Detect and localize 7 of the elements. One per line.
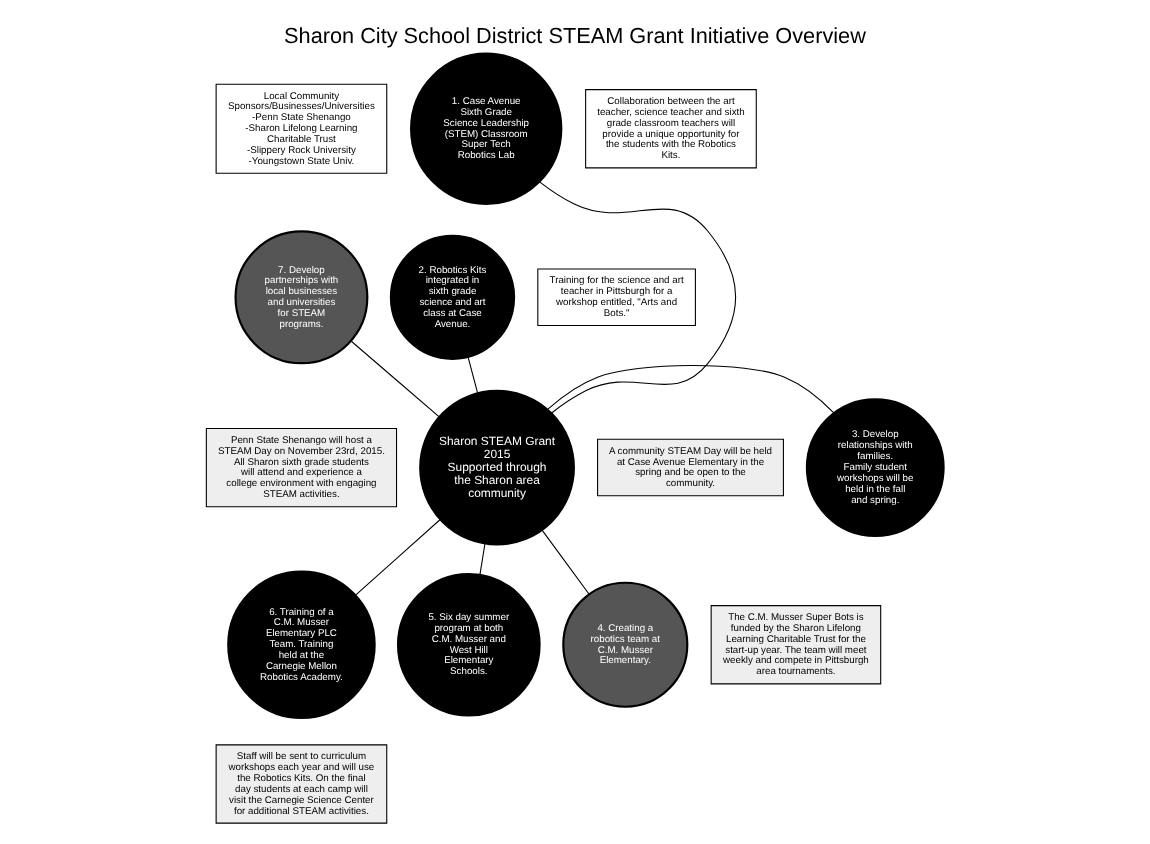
connector (355, 519, 441, 596)
connector (547, 365, 835, 414)
connector (467, 356, 479, 394)
connector (541, 529, 590, 595)
connector (350, 340, 440, 418)
connector (479, 543, 486, 576)
diagram-title: Sharon City School District STEAM Grant Initiative Overview (284, 24, 866, 49)
